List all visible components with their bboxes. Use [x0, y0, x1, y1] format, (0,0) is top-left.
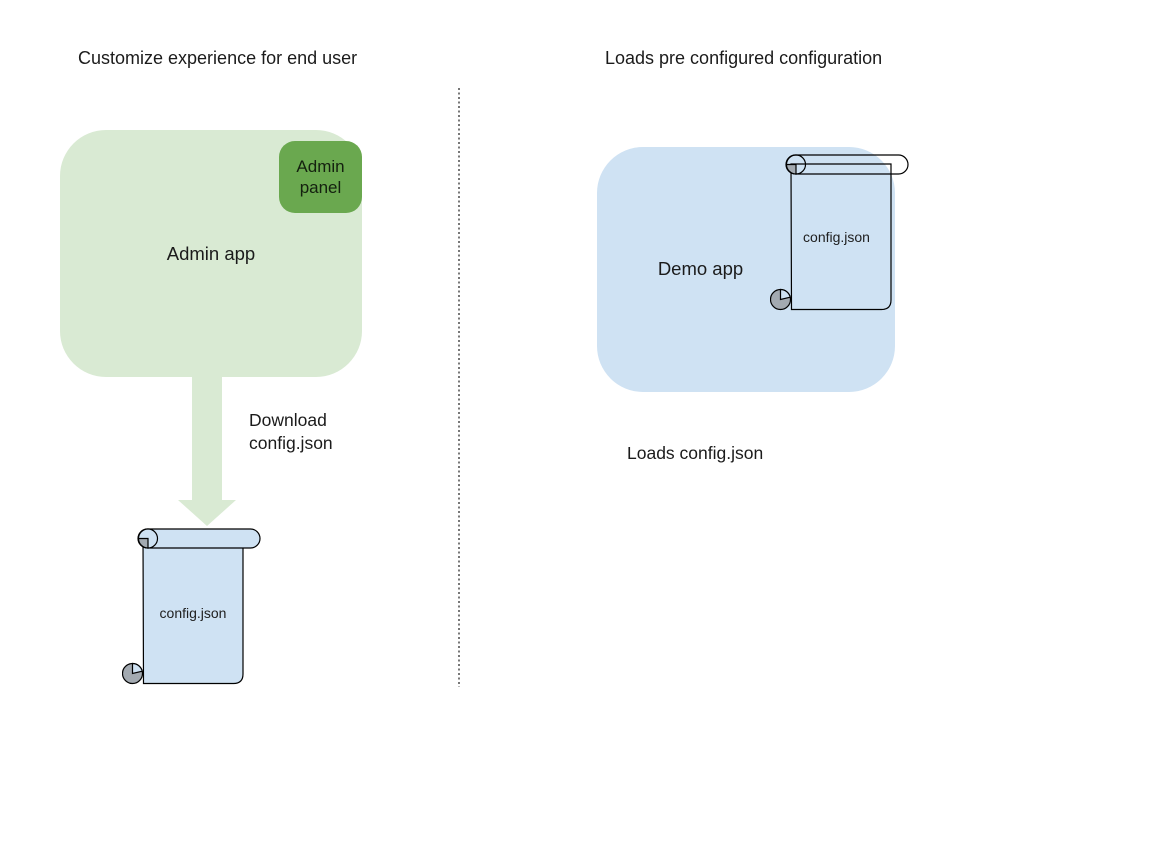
demo-app-label: Demo app: [657, 258, 744, 279]
admin-app-label: Admin app: [166, 242, 256, 264]
section-divider: [458, 88, 460, 687]
demo-app-box: Demo app: [597, 147, 895, 392]
config-file-label-right: config.json: [803, 229, 870, 245]
loads-caption: Loads config.json: [627, 443, 764, 463]
download-arrow-icon: [178, 377, 236, 526]
download-caption: Download config.json: [249, 410, 333, 453]
left-section-title: Customize experience for end user: [78, 48, 358, 68]
admin-panel-label: Admin panel: [296, 157, 345, 197]
config-file-scroll-icon-right: [770, 154, 909, 311]
right-section-title: Loads pre configured configuration: [605, 48, 883, 68]
config-file-scroll-icon-left: [122, 528, 261, 685]
config-file-label-left: config.json: [159, 605, 227, 621]
admin-panel-box: Admin panel: [279, 141, 362, 213]
